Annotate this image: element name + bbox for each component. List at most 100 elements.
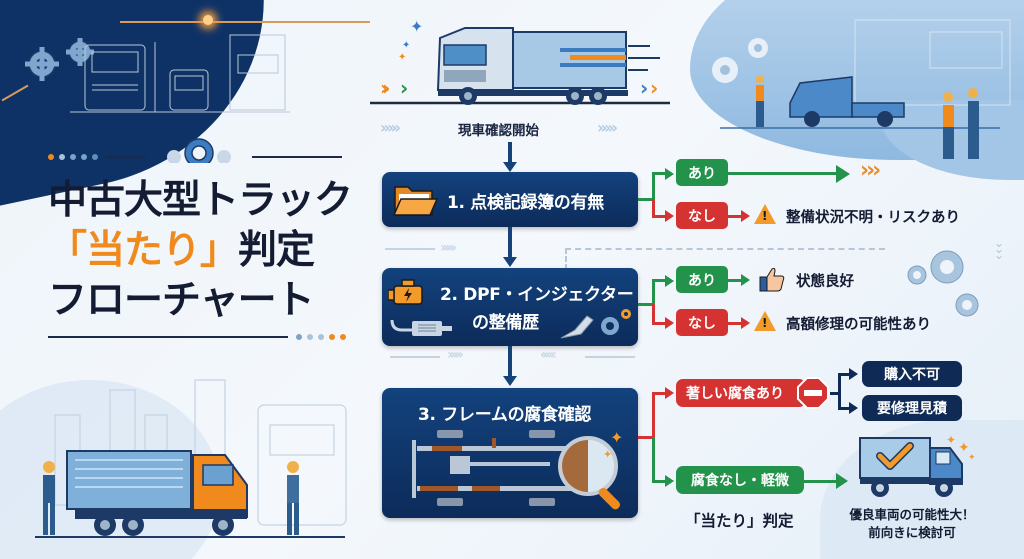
flow-connector (508, 142, 512, 164)
circuit-line (120, 21, 370, 23)
arrow-right-icon (836, 165, 850, 183)
arrow-right-icon (849, 402, 858, 414)
truck-check-icon: ✦ ✦ ✦ (859, 433, 976, 497)
branch-connector (838, 373, 841, 409)
flow-start-label: 現車確認開始 (458, 123, 539, 139)
branch-connector (728, 279, 742, 282)
sparkle-icon: ✦ (603, 448, 613, 461)
stop-icon (797, 377, 829, 409)
branch-connector (838, 373, 850, 376)
dpf-filter-icon (390, 319, 452, 336)
step-1-yes-pill: あり (676, 159, 728, 186)
separator (565, 248, 567, 270)
blueprint-trucks-illustration (70, 34, 290, 113)
thumbs-up-icon (759, 267, 785, 292)
branch-connector (652, 279, 666, 282)
svg-text:✦: ✦ (398, 52, 406, 63)
separator (585, 356, 635, 358)
title-line-3: フローチャート (48, 278, 315, 323)
gear-icon (167, 138, 231, 163)
chevron-right-icon: ››› (860, 158, 881, 183)
step-2-no-result: 高額修理の可能性あり (786, 317, 931, 333)
arrow-right-icon (665, 475, 674, 487)
chevrons-right-icon: ››››› (447, 347, 464, 363)
arrow-right-icon (741, 317, 750, 329)
chevrons-right-icon: ››››› (380, 118, 401, 137)
arrow-down-icon (503, 376, 517, 386)
branch-connector (638, 303, 654, 306)
title-highlight: 当たり (86, 228, 201, 273)
step-3-good-pill: 腐食なし・軽微 (676, 466, 804, 494)
flow-connector (508, 227, 512, 259)
svg-text:✦: ✦ (410, 17, 423, 36)
step-3-label: 3. フレームの腐食確認 (418, 405, 592, 425)
separator (385, 248, 435, 250)
branch-connector (652, 480, 666, 483)
chevrons-right-icon: ››››› (597, 118, 618, 137)
inspection-scene-illustration (712, 19, 1011, 159)
step-2-label-line1: 2. DPF・インジェクター (440, 285, 634, 305)
arrow-right-icon (665, 275, 674, 287)
decorative-dots (48, 154, 98, 160)
step-1-box: 1. 点検記録簿の有無 (382, 172, 638, 227)
svg-text:››: ›› (380, 76, 389, 100)
final-result-line-1: 優良車両の可能性大！ (849, 507, 975, 522)
title-block: 中古大型トラック 「当たり」判定 フローチャート (48, 138, 353, 340)
arrow-down-icon (503, 257, 517, 267)
glow-dot (203, 15, 213, 25)
step-2-label-line2: の整備歴 (472, 313, 539, 333)
branch-connector (652, 437, 655, 482)
step-2-box: 2. DPF・インジェクター の整備歴 (382, 268, 638, 346)
branch-connector (652, 322, 666, 325)
arrow-right-icon (665, 210, 674, 222)
svg-text:›: › (640, 76, 647, 100)
arrow-right-icon (665, 387, 674, 399)
hero-truck-illustration: ✦ ✦ ✦ ›› › › › (370, 17, 670, 105)
orange-truck-illustration (35, 450, 345, 538)
branch-connector (652, 173, 655, 200)
svg-text:›: › (400, 76, 408, 100)
svg-text:✦: ✦ (968, 453, 976, 463)
arrow-right-icon (836, 473, 848, 489)
arrow-down-icon (503, 162, 517, 172)
svg-text:›: › (650, 76, 658, 100)
branch-connector (652, 215, 666, 218)
branch-connector (838, 407, 850, 410)
title-line-2: 「当たり」判定 (48, 226, 348, 276)
engine-icon (388, 279, 423, 305)
title-bracket-open: 「 (48, 228, 87, 273)
chevrons-right-icon: ››››› (440, 240, 457, 256)
warning-icon-mark: ! (762, 316, 768, 330)
down-chevrons-icon: ⌄⌄⌄ (994, 236, 1004, 262)
exhaust-pipe-icon (560, 315, 594, 339)
outcome-repair-estimate: 要修理見積 (862, 395, 962, 421)
sparkle-icon: ✦ (610, 428, 624, 447)
gears-icon (907, 250, 979, 317)
branch-connector (830, 392, 840, 395)
branch-connector (652, 199, 655, 217)
arrow-right-icon (741, 274, 750, 286)
warning-icon-mark: ! (762, 209, 768, 223)
outcome-not-purchasable: 購入不可 (862, 361, 962, 387)
final-result-line-2: 前向きに検討可 (868, 525, 956, 540)
arrow-right-icon (665, 317, 674, 329)
branch-connector (652, 393, 655, 438)
step-1-label: 1. 点検記録簿の有無 (447, 193, 604, 213)
branch-connector (652, 172, 666, 175)
chevrons-left-icon: ‹‹‹‹‹ (540, 347, 557, 363)
branch-connector (728, 322, 742, 325)
arrow-right-icon (741, 210, 750, 222)
separator (390, 356, 440, 358)
branch-connector (652, 280, 655, 305)
branch-connector (728, 215, 742, 218)
folder-icon (392, 186, 438, 216)
atari-judgement-caption: 「当たり」判定 (685, 512, 794, 530)
branch-connector (652, 392, 666, 395)
title-line-2-rest: 判定 (238, 228, 315, 273)
truck-frame-icon (412, 430, 621, 510)
step-2-yes-pill: あり (676, 266, 728, 293)
step-1-no-pill: なし (676, 202, 728, 229)
svg-text:✦: ✦ (958, 440, 970, 456)
gear-icon (601, 309, 631, 335)
branch-connector (638, 198, 654, 201)
